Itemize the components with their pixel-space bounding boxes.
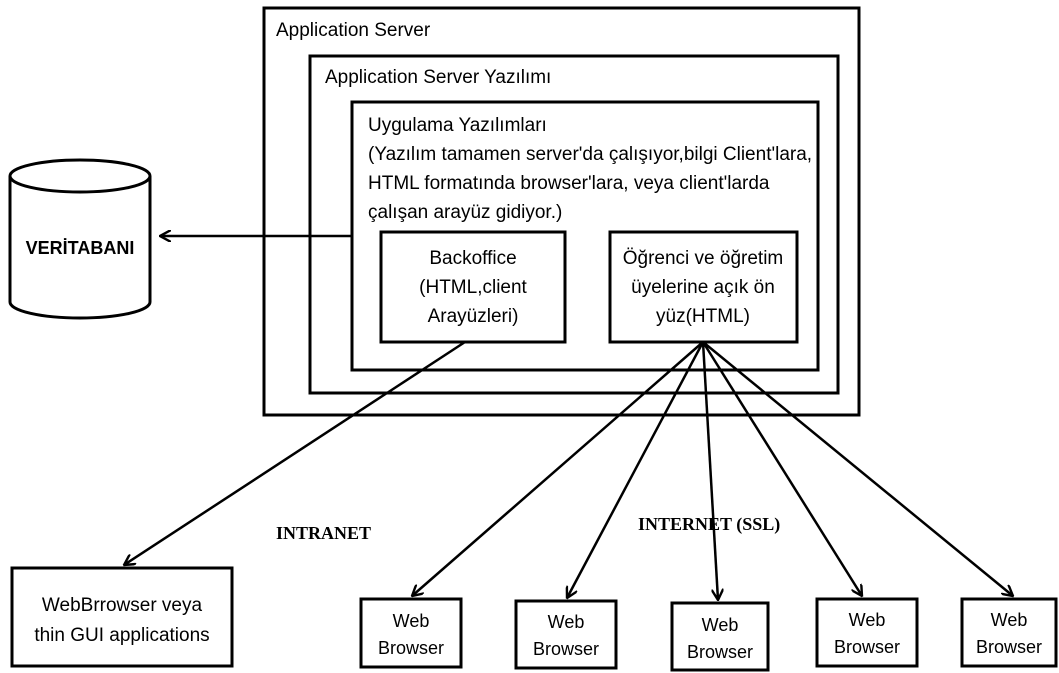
arrow-internet-browser-1: [412, 341, 704, 596]
web-browser-3: Web Browser: [670, 601, 770, 672]
web-browser-4-line2: Browser: [834, 637, 900, 657]
application-server-label: Application Server: [276, 20, 431, 41]
app-server-software-label: Application Server Yazılımı: [325, 67, 551, 88]
web-browser-5-line2: Browser: [976, 637, 1042, 657]
application-software-desc-line2: HTML formatında browser'lara, veya clien…: [368, 173, 770, 194]
webbrowser-thin-gui-box: [10, 566, 234, 668]
web-browser-3-line2: Browser: [687, 642, 753, 662]
application-software-desc-line3: çalışan arayüz gidiyor.): [368, 202, 562, 223]
web-browser-1-line1: Web: [393, 611, 430, 631]
web-browser-5-line1: Web: [991, 610, 1028, 630]
frontend-line2: üyelerine açık ön: [631, 277, 775, 298]
web-browser-1: Web Browser: [359, 597, 463, 669]
frontend-line3: yüz(HTML): [656, 306, 750, 327]
webbrowser-thin-line2: thin GUI applications: [34, 625, 209, 646]
web-browser-4: Web Browser: [815, 597, 919, 668]
application-software-desc-line1: (Yazılım tamamen server'da çalışıyor,bil…: [368, 144, 812, 165]
backoffice-box: [379, 230, 567, 344]
arrow-internet-browser-4: [701, 341, 862, 596]
database-cylinder: [8, 158, 152, 320]
web-browser-4-line1: Web: [849, 610, 886, 630]
backoffice-line3: Arayüzleri): [428, 306, 519, 327]
backoffice-line2: (HTML,client: [419, 277, 527, 298]
web-browser-2-line2: Browser: [533, 639, 599, 659]
frontend-line1: Öğrenci ve öğretim: [623, 248, 784, 269]
intranet-label: INTRANET: [276, 523, 371, 543]
web-browser-3-line1: Web: [702, 615, 739, 635]
arrow-intranet: [124, 340, 466, 565]
web-browser-2-line1: Web: [548, 612, 585, 632]
internet-label: INTERNET (SSL): [638, 514, 780, 535]
web-browser-1-line2: Browser: [378, 638, 444, 658]
arrow-internet-browser-5: [702, 341, 1013, 596]
web-browser-5: Web Browser: [960, 597, 1058, 668]
web-browser-2: Web Browser: [514, 599, 618, 670]
arrow-internet-browser-2: [567, 341, 705, 598]
backoffice-line1: Backoffice: [429, 248, 516, 269]
arrow-internet-browser-3: [701, 341, 718, 600]
webbrowser-thin-line1: WebBrrowser veya: [42, 595, 203, 616]
database-label: VERİTABANI: [26, 238, 135, 258]
application-software-title: Uygulama Yazılımları: [368, 115, 547, 136]
